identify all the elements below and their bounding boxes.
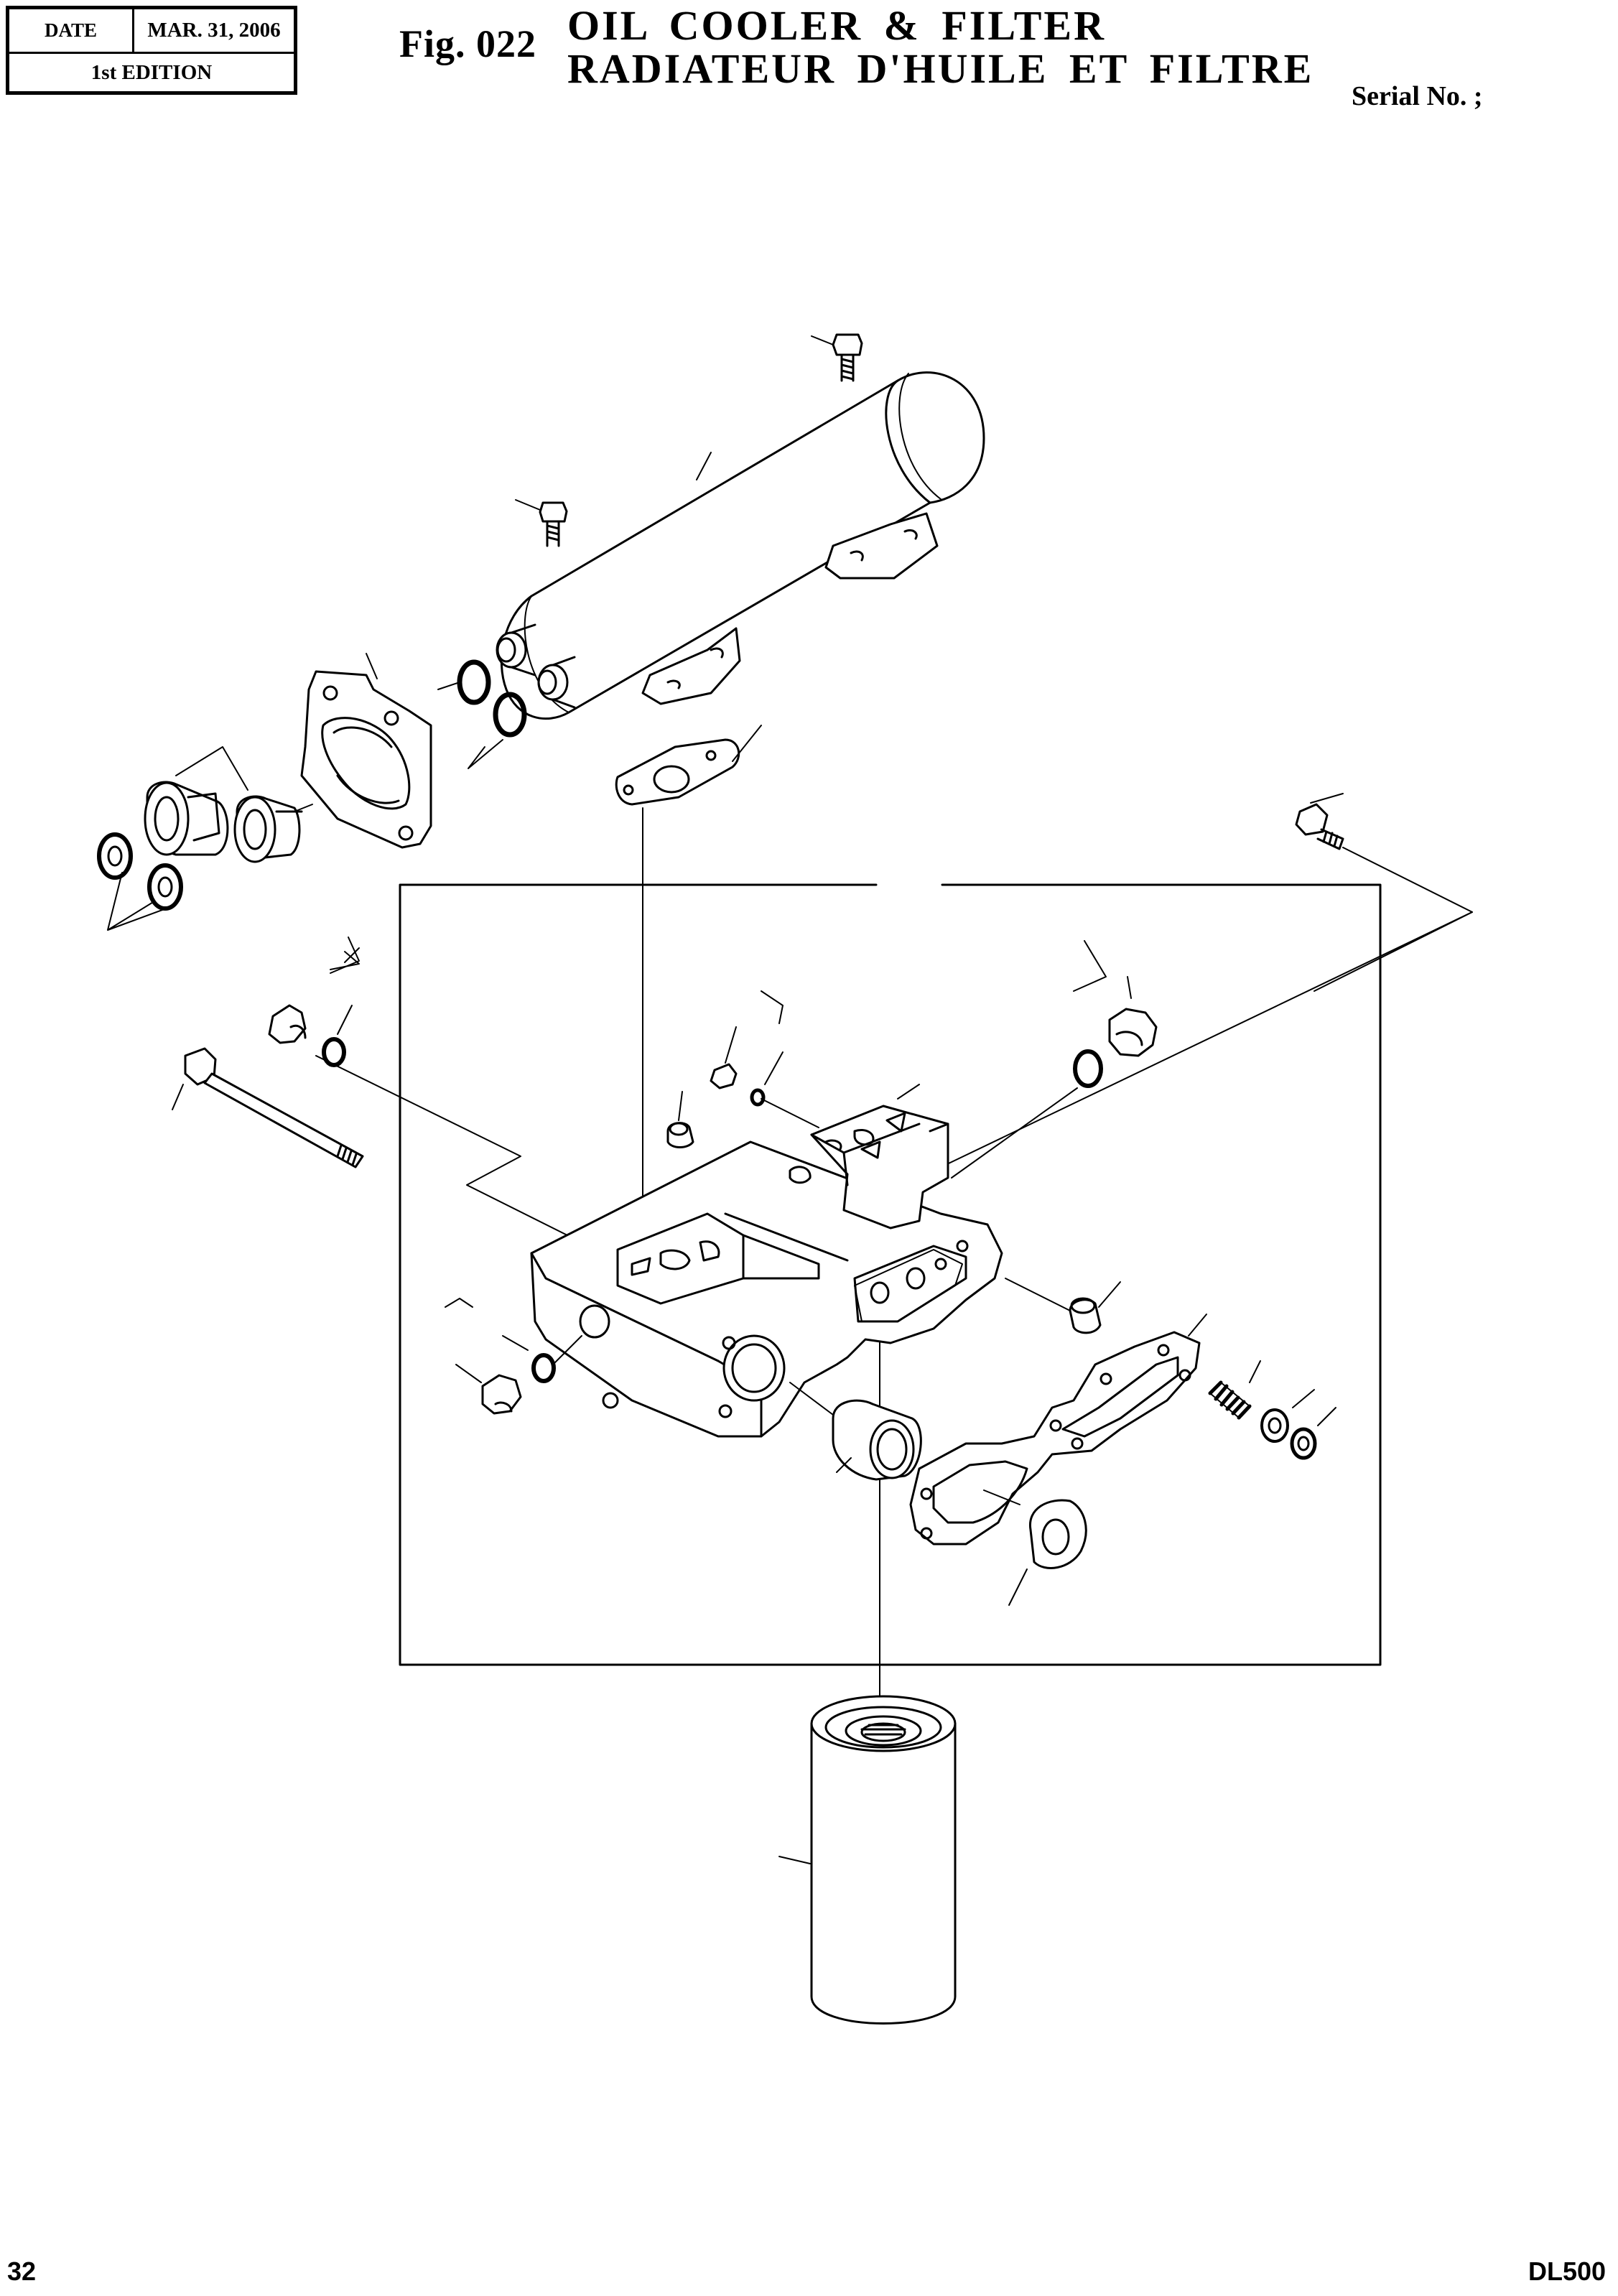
leader-lines: [316, 808, 880, 1701]
valve-block-right: [812, 1084, 948, 1228]
left-washers: [99, 835, 181, 930]
small-nipple: [668, 1092, 693, 1148]
date-value: MAR. 31, 2006: [134, 9, 294, 54]
gasket: [911, 1314, 1206, 1544]
housing-gasket-outline: [855, 1250, 962, 1321]
spacer: [1005, 1278, 1120, 1333]
date-label: DATE: [9, 9, 134, 54]
nipple-flange: [790, 1382, 921, 1479]
date-box: DATE MAR. 31, 2006 1st EDITION: [6, 6, 297, 95]
top-right-bolt: [934, 794, 1472, 1171]
page-number: 32: [7, 2257, 37, 2286]
title-english: OIL COOLER & FILTER: [567, 2, 1106, 49]
seal-ring: [1009, 1500, 1086, 1605]
model-name: DL500: [1528, 2257, 1607, 2286]
center-plug: [711, 991, 819, 1128]
oil-filter: [779, 1696, 955, 2024]
plug-upper-right: [952, 941, 1156, 1178]
relief-spring: [1210, 1361, 1260, 1418]
long-bolt: [172, 1049, 363, 1167]
adapter-flange: [302, 654, 431, 847]
plug-upper-left: [269, 952, 359, 1065]
hose-fittings: [145, 747, 312, 862]
cooler-top-bolt: [812, 335, 862, 381]
figure-number: Fig. 022: [399, 22, 536, 65]
oil-cooler: [497, 373, 984, 719]
plug-lower-left: [445, 1298, 582, 1413]
edition-label: 1st EDITION: [90, 60, 213, 84]
cooler-o-rings: [438, 662, 524, 768]
serial-number-label: Serial No. ;: [1352, 81, 1483, 111]
flange-gasket: [616, 725, 761, 804]
assembly-frame: [400, 885, 1380, 1665]
right-washers: [1262, 1390, 1336, 1458]
cooler-side-bolt: [516, 500, 567, 546]
title-french: RADIATEUR D'HUILE ET FILTRE: [567, 45, 1314, 92]
